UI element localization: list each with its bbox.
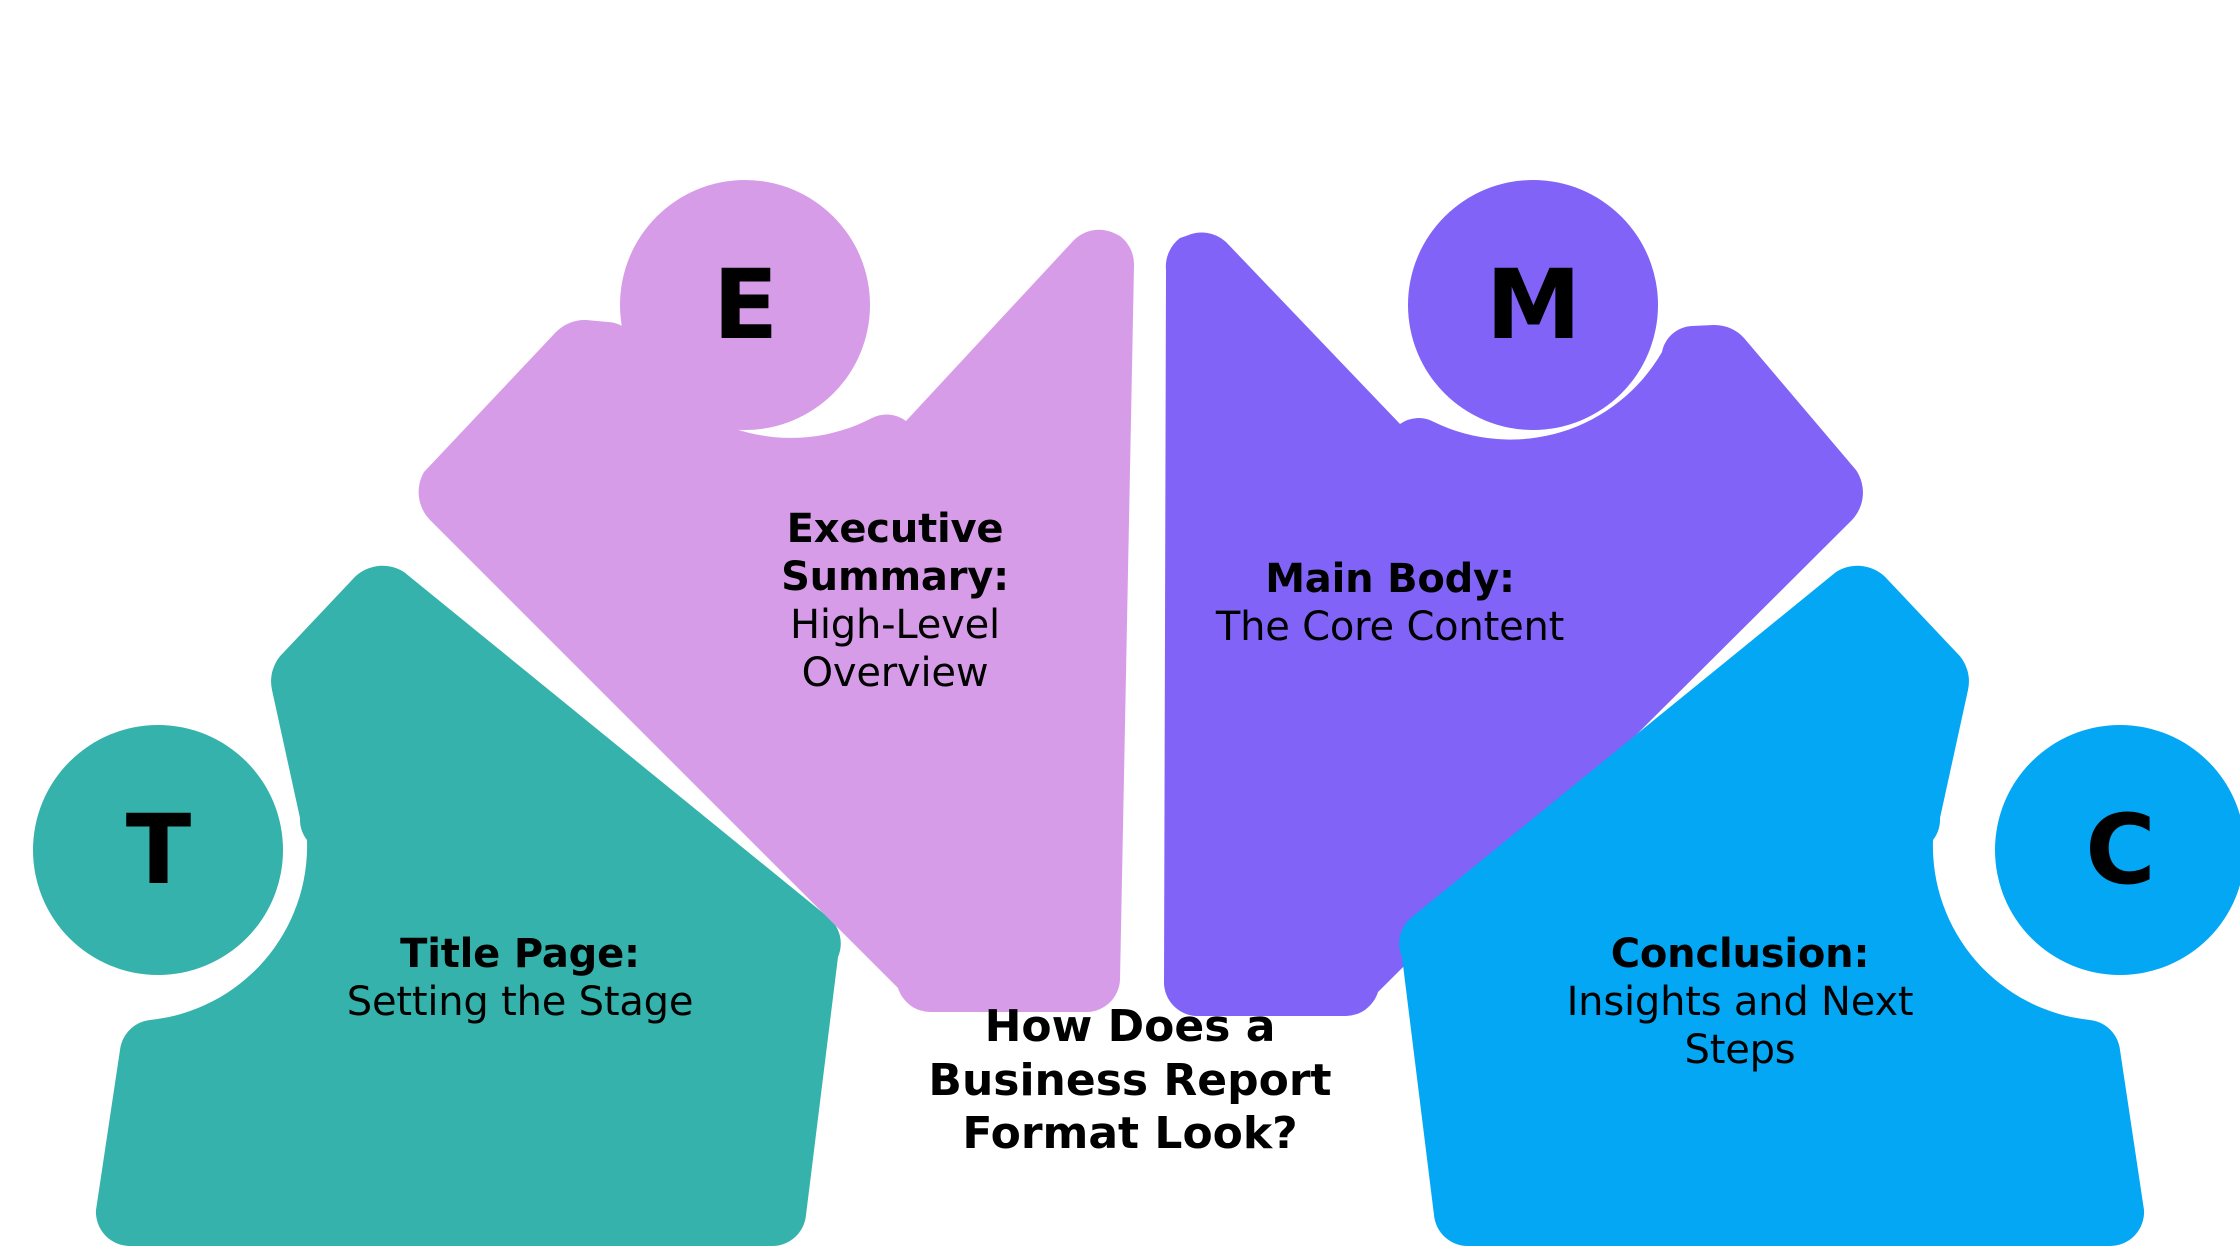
- segment-lead-conclusion: Conclusion:: [1610, 931, 1870, 977]
- segment-lead-line1-executive-summary: Executive: [786, 506, 1004, 552]
- badge-circle-conclusion[interactable]: [1995, 725, 2240, 975]
- page-title-line-3: Format Look?: [962, 1108, 1298, 1160]
- segment-shape-conclusion[interactable]: [1399, 565, 2145, 1247]
- badge-letter-conclusion: C: [2085, 794, 2155, 906]
- segment-lead-line2-executive-summary: Summary:: [781, 554, 1009, 600]
- petal-teal[interactable]: [95, 565, 841, 1247]
- badge-circle-title-page[interactable]: [33, 725, 283, 975]
- badge-circle-main-body[interactable]: [1408, 180, 1658, 430]
- page-title-line-2: Business Report: [928, 1054, 1332, 1106]
- segment-label-main-body: Main Body: The Core Content: [1200, 555, 1580, 651]
- segment-sub-conclusion: Insights and Next Steps: [1566, 979, 1914, 1073]
- badge-letter-executive-summary: E: [712, 249, 779, 361]
- segment-label-executive-summary: Executive Summary: High-Level Overview: [700, 505, 1090, 697]
- segment-label-title-page: Title Page: Setting the Stage: [310, 930, 730, 1026]
- badge-circle-executive-summary[interactable]: [620, 180, 870, 430]
- segment-shape-title-page[interactable]: [95, 565, 841, 1247]
- segment-sub-main-body: The Core Content: [1215, 604, 1565, 650]
- segment-sub-executive-summary: High-Level Overview: [790, 602, 1000, 696]
- segment-label-conclusion: Conclusion: Insights and Next Steps: [1540, 930, 1940, 1074]
- segment-sub-title-page: Setting the Stage: [346, 979, 694, 1025]
- petal-blue[interactable]: [1399, 565, 2145, 1247]
- petal-orchid[interactable]: [418, 229, 1135, 1012]
- segment-shape-executive-summary[interactable]: [418, 229, 1135, 1012]
- segment-lead-title-page: Title Page:: [400, 931, 640, 977]
- badge-letter-main-body: M: [1485, 249, 1582, 361]
- petal-purple[interactable]: [1164, 232, 1863, 1017]
- segment-lead-main-body: Main Body:: [1265, 556, 1515, 602]
- segment-shape-main-body[interactable]: [1164, 232, 1863, 1017]
- page-title-line-1: How Does a: [984, 1001, 1276, 1052]
- page-title: How Does a Business Report Format Look?: [880, 1000, 1380, 1161]
- badge-letter-title-page: T: [125, 794, 191, 906]
